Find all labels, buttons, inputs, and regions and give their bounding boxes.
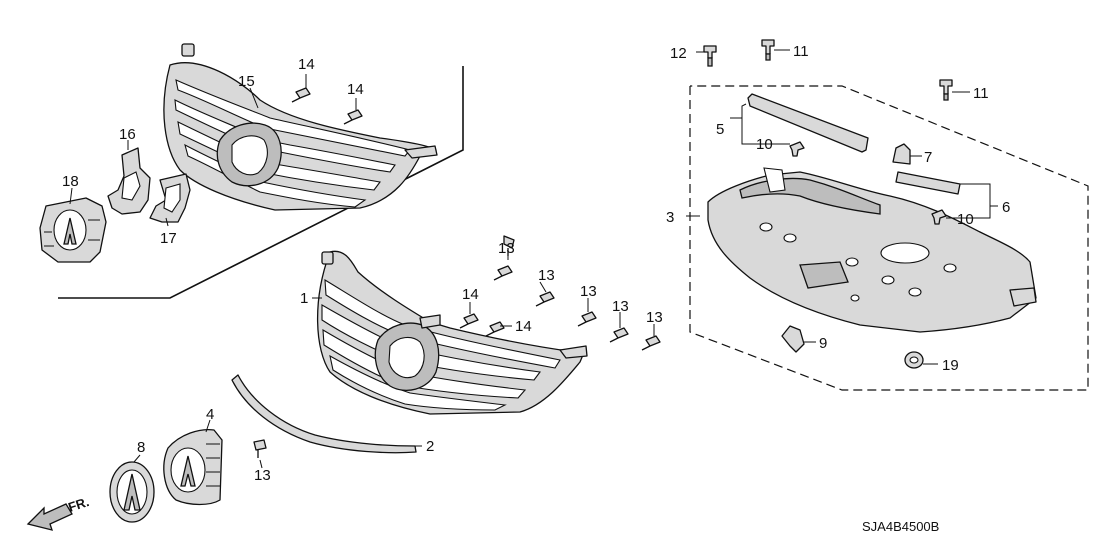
callout-12: 12 (670, 45, 687, 62)
callout-5: 5 (716, 121, 724, 138)
callout-13: 13 (612, 298, 629, 315)
callout-10: 10 (957, 211, 974, 228)
callout-13: 13 (538, 267, 555, 284)
part-17-bracket (149, 173, 191, 223)
callout-13: 13 (498, 240, 515, 257)
direction-label: FR. (66, 494, 91, 515)
callout-11: 11 (973, 85, 989, 102)
part-11-fastener-b (939, 79, 953, 101)
part-7-rubber (892, 143, 911, 165)
part-4-emblem-base (163, 428, 223, 506)
callout-13: 13 (646, 309, 663, 326)
callout-19: 19 (942, 357, 959, 374)
leader-lines (69, 49, 998, 469)
callout-8: 8 (137, 439, 145, 456)
part-19-grommet (904, 351, 924, 369)
part-10-clip-b (931, 209, 947, 225)
part-18-emblem-base (39, 197, 107, 263)
front-direction-arrow: FR. (26, 494, 91, 531)
callout-1: 1 (300, 290, 308, 307)
callout-11: 11 (793, 43, 809, 60)
callout-14: 14 (515, 318, 532, 335)
diagram-code: SJA4B4500B (862, 519, 939, 534)
callout-4: 4 (206, 406, 214, 423)
part-15-grille (163, 43, 438, 211)
part-3-cover (707, 167, 1037, 333)
callout-14: 14 (347, 81, 364, 98)
callout-10: 10 (756, 136, 773, 153)
assembly-frame (689, 85, 1089, 391)
callout-3: 3 (666, 209, 674, 226)
part-8-emblem (109, 461, 155, 523)
callout-14: 14 (462, 286, 479, 303)
callout-9: 9 (819, 335, 827, 352)
part-2-molding (231, 374, 417, 454)
screws (253, 87, 661, 458)
callout-14: 14 (298, 56, 315, 73)
callout-13: 13 (580, 283, 597, 300)
part-9-clip (781, 325, 805, 353)
callouts: 14 14 15 16 18 17 13 13 13 13 13 14 14 1… (62, 43, 1010, 484)
callout-16: 16 (119, 126, 136, 143)
callout-17: 17 (160, 230, 177, 247)
inset-frame (58, 66, 464, 299)
part-10-clip-a (789, 141, 805, 157)
callout-13: 13 (254, 467, 271, 484)
callout-2: 2 (426, 438, 434, 455)
callout-6: 6 (1002, 199, 1010, 216)
part-1-grille (316, 250, 588, 415)
part-11-fastener-a (761, 39, 775, 61)
callout-18: 18 (62, 173, 79, 190)
part-5-strip (747, 93, 869, 153)
part-16-bracket (107, 147, 151, 215)
part-12-fastener (703, 45, 717, 67)
callout-7: 7 (924, 149, 932, 166)
callout-15: 15 (238, 73, 255, 90)
part-6-strip (895, 171, 961, 195)
